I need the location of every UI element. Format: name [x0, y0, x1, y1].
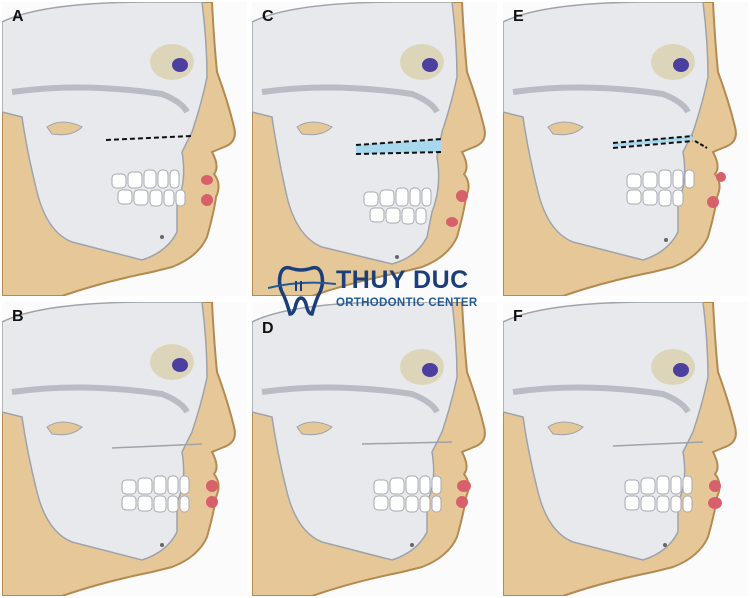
- brand-title: THUY DUC: [336, 266, 469, 294]
- skull-profile-illustration: [503, 2, 748, 296]
- brand-subtitle: ORTHODONTIC CENTER: [336, 297, 478, 309]
- skull-profile-illustration: [2, 2, 247, 296]
- skull-profile-illustration: [503, 302, 748, 596]
- panel-c: C: [252, 2, 497, 296]
- panel-label: F: [513, 308, 523, 325]
- panel-label: C: [262, 8, 274, 25]
- panel-label: B: [12, 308, 24, 325]
- panel-label: D: [262, 320, 274, 337]
- panel-b: B: [2, 302, 247, 596]
- watermark-logo: THUY DUC ORTHODONTIC CENTER: [268, 264, 508, 318]
- skull-profile-illustration: [252, 2, 497, 296]
- skull-profile-illustration: [252, 302, 497, 596]
- panel-a: A: [2, 2, 247, 296]
- skull-profile-illustration: [2, 302, 247, 596]
- tooth-with-braces-icon: [268, 265, 337, 316]
- panel-e: E: [503, 2, 748, 296]
- panel-label: E: [513, 8, 524, 25]
- panel-f: F: [503, 302, 748, 596]
- panel-d: D: [252, 302, 497, 596]
- panel-label: A: [12, 8, 24, 25]
